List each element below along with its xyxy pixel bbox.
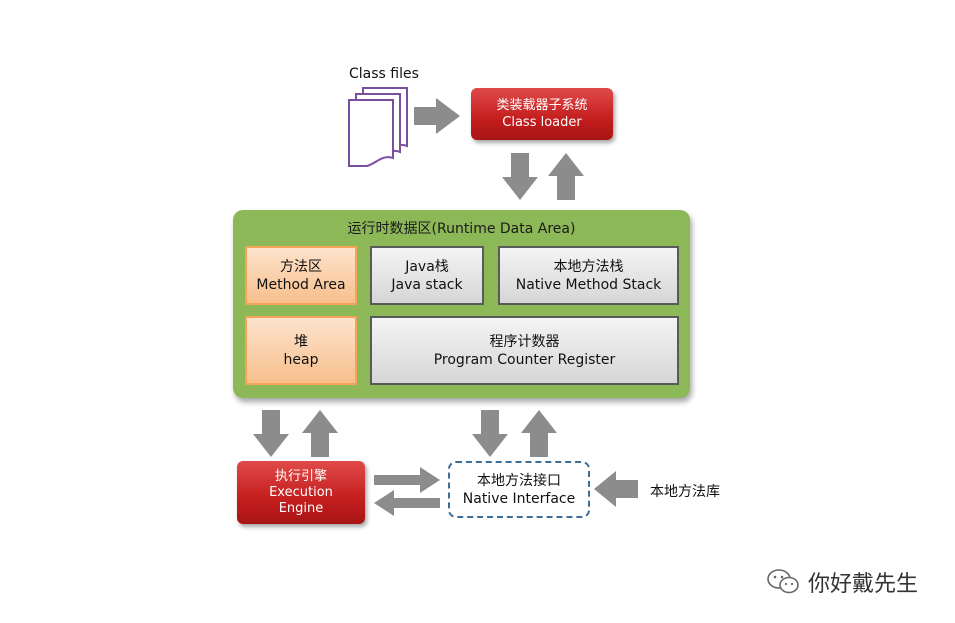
heap-en-label: heap [283, 351, 319, 368]
program-counter-cn-label: 程序计数器 [489, 333, 560, 350]
class-loader-box: 类装载器子系统 Class loader [471, 88, 613, 140]
class-files-label: Class files [349, 66, 419, 82]
arrow-engine-to-native [374, 467, 440, 493]
java-stack-en-label: Java stack [391, 276, 463, 293]
class-loader-cn-label: 类装载器子系统 [496, 98, 588, 113]
arrow-engine-down [253, 410, 289, 457]
heap-cn-label: 堆 [294, 333, 308, 350]
arrow-loader-up [548, 153, 584, 200]
execution-engine-en-label-2: Engine [278, 500, 324, 516]
program-counter-en-label: Program Counter Register [433, 351, 616, 368]
class-loader-en-label: Class loader [502, 115, 582, 130]
runtime-data-area-title: 运行时数据区(Runtime Data Area) [347, 221, 576, 237]
java-stack-cn-label: Java栈 [405, 258, 449, 275]
native-method-stack-cell: 本地方法栈 Native Method Stack [498, 246, 679, 305]
arrow-loader-down [502, 153, 538, 200]
java-stack-cell: Java栈 Java stack [370, 246, 484, 305]
heap-cell: 堆 heap [245, 316, 357, 385]
native-method-stack-en-label: Native Method Stack [515, 276, 662, 293]
method-area-cell: 方法区 Method Area [245, 246, 357, 305]
arrow-native-up [521, 410, 557, 457]
arrow-native-down [472, 410, 508, 457]
execution-engine-cn-label: 执行引擎 [274, 468, 327, 484]
method-area-cn-label: 方法区 [280, 258, 322, 275]
native-interface-en-label: Native Interface [462, 490, 576, 507]
execution-engine-box: 执行引擎 Execution Engine [237, 461, 365, 524]
class-files-document-icon [348, 87, 408, 167]
wechat-icon [767, 569, 799, 594]
native-interface-box: 本地方法接口 Native Interface [448, 461, 590, 518]
native-interface-cn-label: 本地方法接口 [477, 472, 561, 489]
method-area-en-label: Method Area [256, 276, 346, 293]
arrow-native-to-engine [374, 490, 440, 516]
native-method-stack-cn-label: 本地方法栈 [553, 258, 624, 275]
execution-engine-en-label-1: Execution [269, 484, 333, 500]
arrow-engine-up [302, 410, 338, 457]
watermark: 你好戴先生 [766, 566, 918, 598]
watermark-text: 你好戴先生 [808, 572, 919, 597]
arrow-library-to-native [594, 471, 638, 507]
arrow-files-to-loader [414, 98, 460, 134]
program-counter-cell: 程序计数器 Program Counter Register [370, 316, 679, 385]
native-library-label: 本地方法库 [650, 484, 720, 500]
runtime-data-area: 运行时数据区(Runtime Data Area) 方法区 Method Are… [233, 210, 690, 398]
